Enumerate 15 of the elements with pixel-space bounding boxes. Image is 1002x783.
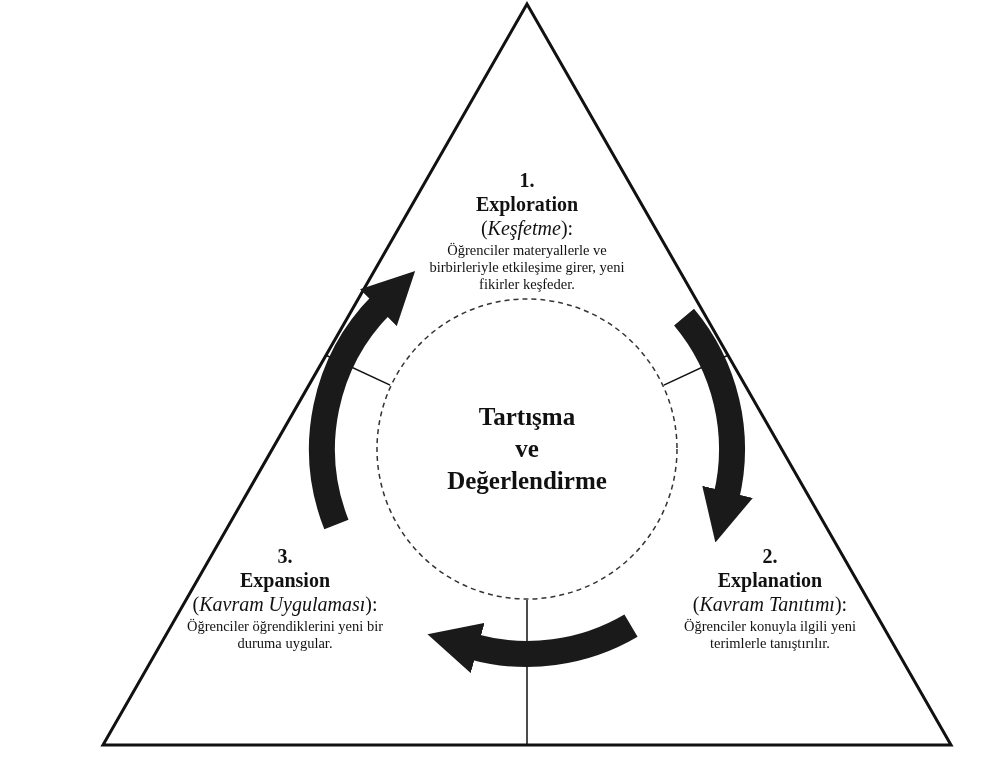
- phase-description: Öğrenciler öğrendiklerini yeni bir duruma uygular.: [185, 618, 385, 652]
- phase-description: Öğrenciler materyallerle ve birbirleriyle etkileşime girer, yeni fikirler keşfeder.: [428, 242, 626, 293]
- phase-number: 2.: [762, 544, 778, 568]
- curved-arrow: [309, 268, 413, 529]
- phase-subtitle: (Kavram Tanıtımı):: [692, 592, 848, 616]
- phase-title: Explanation: [717, 568, 823, 592]
- phase-title: Expansion: [239, 568, 331, 592]
- curved-arrow: [426, 614, 637, 674]
- phase-number: 1.: [519, 168, 535, 192]
- phase-subtitle: (Keşfetme):: [480, 216, 574, 240]
- phase-number: 3.: [277, 544, 293, 568]
- phase-title: Exploration: [475, 192, 579, 216]
- phase-description: Öğrenciler konuyla ilgili yeni terimlerle tanıştırılır.: [683, 618, 857, 652]
- phase-subtitle: (Kavram Uygulaması):: [192, 592, 378, 616]
- center-label: Tartışma ve Değerlendirme: [447, 402, 607, 496]
